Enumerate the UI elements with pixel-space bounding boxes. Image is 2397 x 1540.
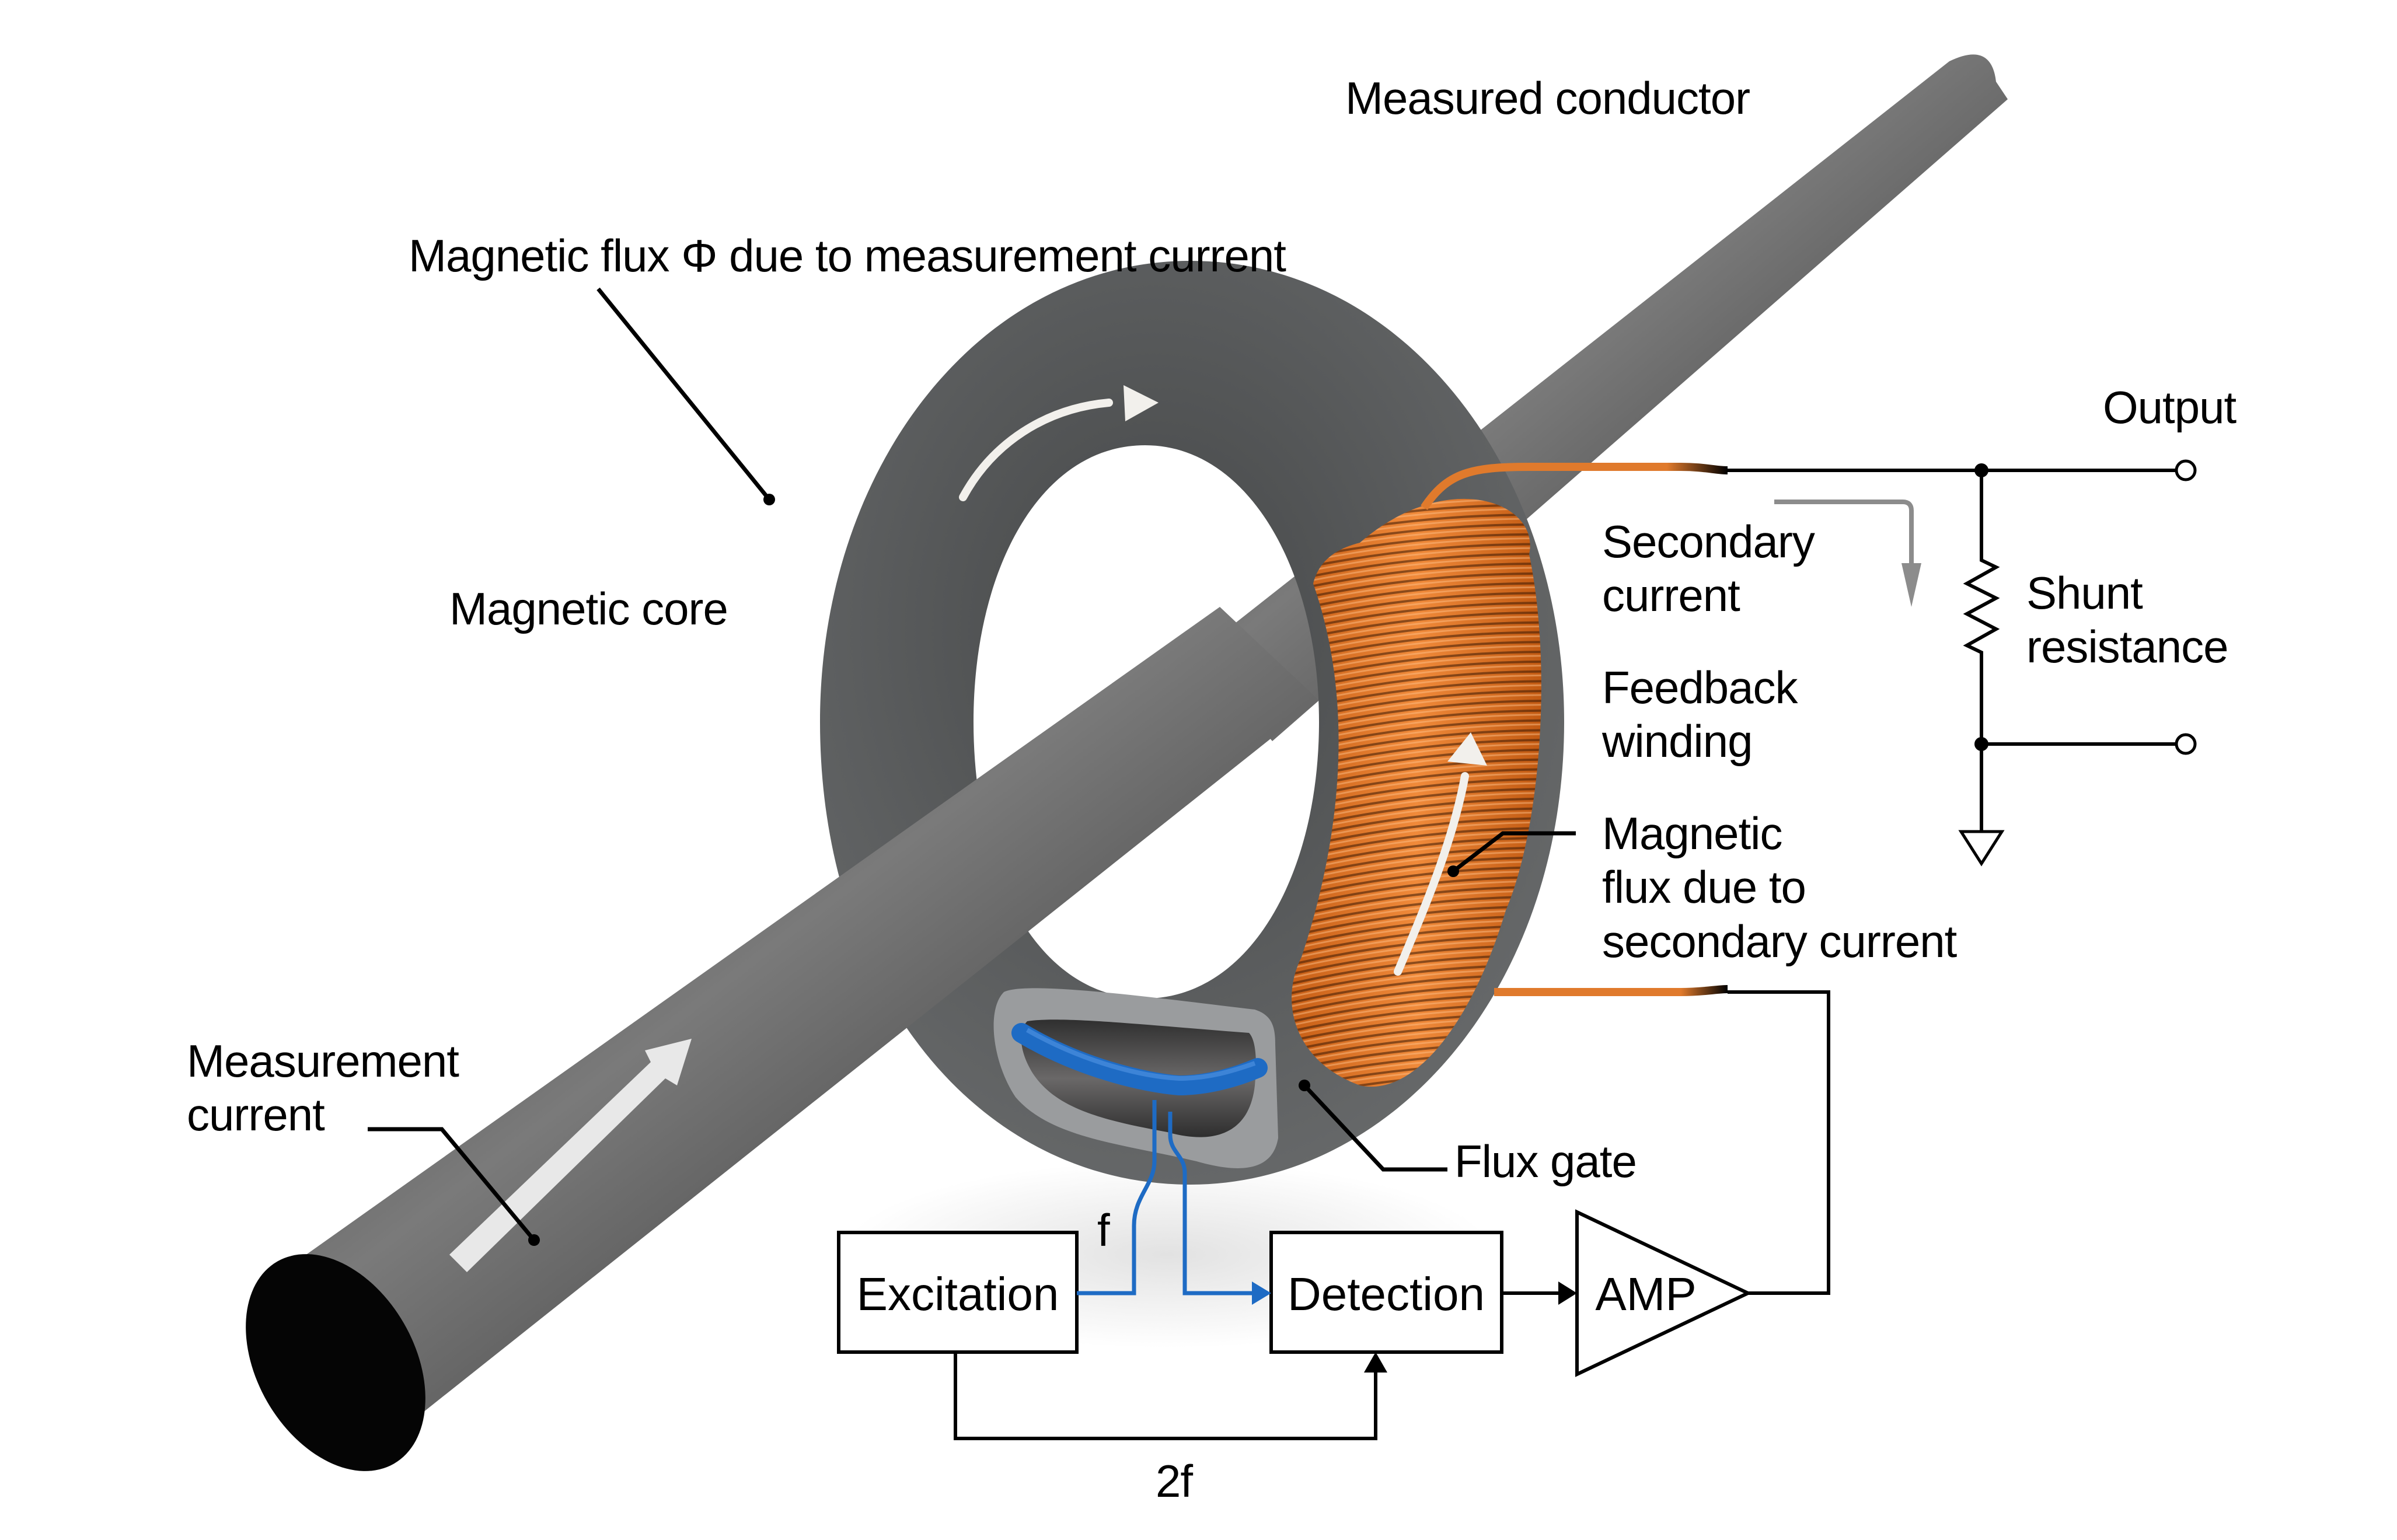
secondary-current-arrow bbox=[1774, 500, 1921, 607]
flux-arrow-winding bbox=[1394, 732, 1487, 976]
detection-label: Detection bbox=[1288, 1268, 1485, 1320]
label-measurement-current-2: current bbox=[187, 1089, 325, 1140]
winding-turn-highlight bbox=[1292, 880, 1541, 912]
winding-turn-highlight bbox=[1292, 909, 1541, 941]
ref-input-arrow bbox=[1364, 1352, 1387, 1373]
winding-turn-highlight bbox=[1292, 596, 1541, 628]
label-secondary-current-2: current bbox=[1602, 570, 1740, 621]
winding-turn bbox=[1292, 924, 1541, 958]
winding-turn bbox=[1294, 807, 1541, 840]
rod-end-face bbox=[246, 1254, 425, 1471]
ground-symbol bbox=[1958, 830, 2005, 867]
signal-chain bbox=[837, 990, 1830, 1440]
winding-turn-highlight bbox=[1294, 792, 1541, 824]
label-flux-secondary-3: secondary current bbox=[1602, 916, 1958, 967]
winding-turn-highlight bbox=[1293, 811, 1541, 844]
winding-turn-highlight bbox=[1294, 782, 1541, 814]
flux-arrow-core bbox=[959, 385, 1159, 501]
winding-turn bbox=[1292, 983, 1541, 1016]
label-feedback-winding-1: Feedback bbox=[1602, 662, 1799, 713]
winding-turn-highlight bbox=[1294, 802, 1541, 834]
label-magnetic-core: Magnetic core bbox=[449, 583, 728, 634]
winding-turn bbox=[1292, 934, 1541, 968]
winding-turn-highlight bbox=[1292, 890, 1541, 922]
excitation-label: Excitation bbox=[857, 1268, 1059, 1320]
winding-turn-highlight bbox=[1292, 987, 1541, 1020]
output-terminal-top[interactable] bbox=[2175, 459, 2197, 481]
detection-input-arrow bbox=[1252, 1281, 1271, 1305]
winding-turn bbox=[1292, 905, 1541, 938]
winding-turn bbox=[1293, 827, 1541, 860]
label-2f: 2f bbox=[1156, 1455, 1193, 1507]
excitation-block bbox=[837, 1231, 1079, 1354]
winding-turn-highlight bbox=[1292, 567, 1541, 599]
winding-turn bbox=[1294, 797, 1541, 830]
flux-gate-core bbox=[1011, 1023, 1268, 1096]
winding-turn-highlight bbox=[1292, 948, 1541, 981]
winding-turn bbox=[1292, 993, 1541, 1026]
winding-turn bbox=[1292, 866, 1541, 899]
amp-label: AMP bbox=[1595, 1268, 1696, 1320]
label-shunt-1: Shunt bbox=[2026, 567, 2143, 619]
winding-turn-highlight bbox=[1292, 899, 1541, 932]
winding-turn bbox=[1292, 885, 1541, 919]
winding-turn-highlight bbox=[1292, 978, 1541, 1010]
winding-turn bbox=[1292, 973, 1541, 1007]
winding-turn bbox=[1293, 817, 1541, 850]
label-flux-secondary-2: flux due to bbox=[1602, 861, 1806, 913]
winding-turn-highlight bbox=[1292, 577, 1541, 609]
winding-turn-highlight bbox=[1292, 958, 1541, 990]
winding-turn-highlight bbox=[1292, 938, 1541, 971]
winding-turn bbox=[1292, 592, 1541, 624]
output-terminal-bottom[interactable] bbox=[2175, 733, 2197, 755]
winding-lead-top bbox=[1421, 463, 1728, 510]
output-circuit bbox=[1728, 459, 2197, 867]
label-output: Output bbox=[2103, 382, 2236, 433]
winding-turn-highlight bbox=[1292, 919, 1541, 951]
flux-gate-cutaway bbox=[993, 988, 1278, 1168]
label-shunt-2: resistance bbox=[2026, 621, 2228, 672]
winding-turn-highlight bbox=[1292, 968, 1541, 1000]
label-secondary-current-1: Secondary bbox=[1602, 516, 1815, 567]
winding-turn-highlight bbox=[1292, 929, 1541, 961]
winding-turn-highlight bbox=[1292, 870, 1541, 902]
winding-turn bbox=[1292, 954, 1541, 987]
label-measurement-current-1: Measurement bbox=[187, 1035, 459, 1087]
winding-turn bbox=[1292, 895, 1541, 928]
amp-input-arrow bbox=[1558, 1281, 1577, 1305]
label-measured-conductor: Measured conductor bbox=[1345, 72, 1750, 124]
winding-turn bbox=[1292, 944, 1541, 977]
shunt-resistor bbox=[1963, 470, 2000, 744]
winding-turn bbox=[1294, 787, 1541, 820]
label-magnetic-flux-phi: Magnetic flux Φ due to measurement curre… bbox=[409, 230, 1286, 281]
winding-turn bbox=[1292, 875, 1541, 909]
label-f: f bbox=[1097, 1204, 1110, 1256]
winding-turn bbox=[1294, 778, 1541, 811]
label-flux-gate: Flux gate bbox=[1454, 1136, 1637, 1187]
winding-turn-highlight bbox=[1292, 586, 1541, 619]
label-feedback-winding-2: winding bbox=[1602, 715, 1753, 767]
winding-turn bbox=[1292, 964, 1541, 997]
measured-conductor-rod-front bbox=[246, 607, 1319, 1471]
label-flux-secondary-1: Magnetic bbox=[1602, 808, 1782, 859]
winding-lead-bottom bbox=[1494, 985, 1728, 996]
winding-turn-highlight bbox=[1293, 831, 1541, 863]
winding-turn bbox=[1292, 915, 1541, 948]
winding-turn bbox=[1292, 582, 1541, 614]
winding-turn bbox=[1292, 572, 1541, 605]
winding-turn-highlight bbox=[1293, 821, 1541, 853]
leader-lines bbox=[368, 287, 1576, 1246]
